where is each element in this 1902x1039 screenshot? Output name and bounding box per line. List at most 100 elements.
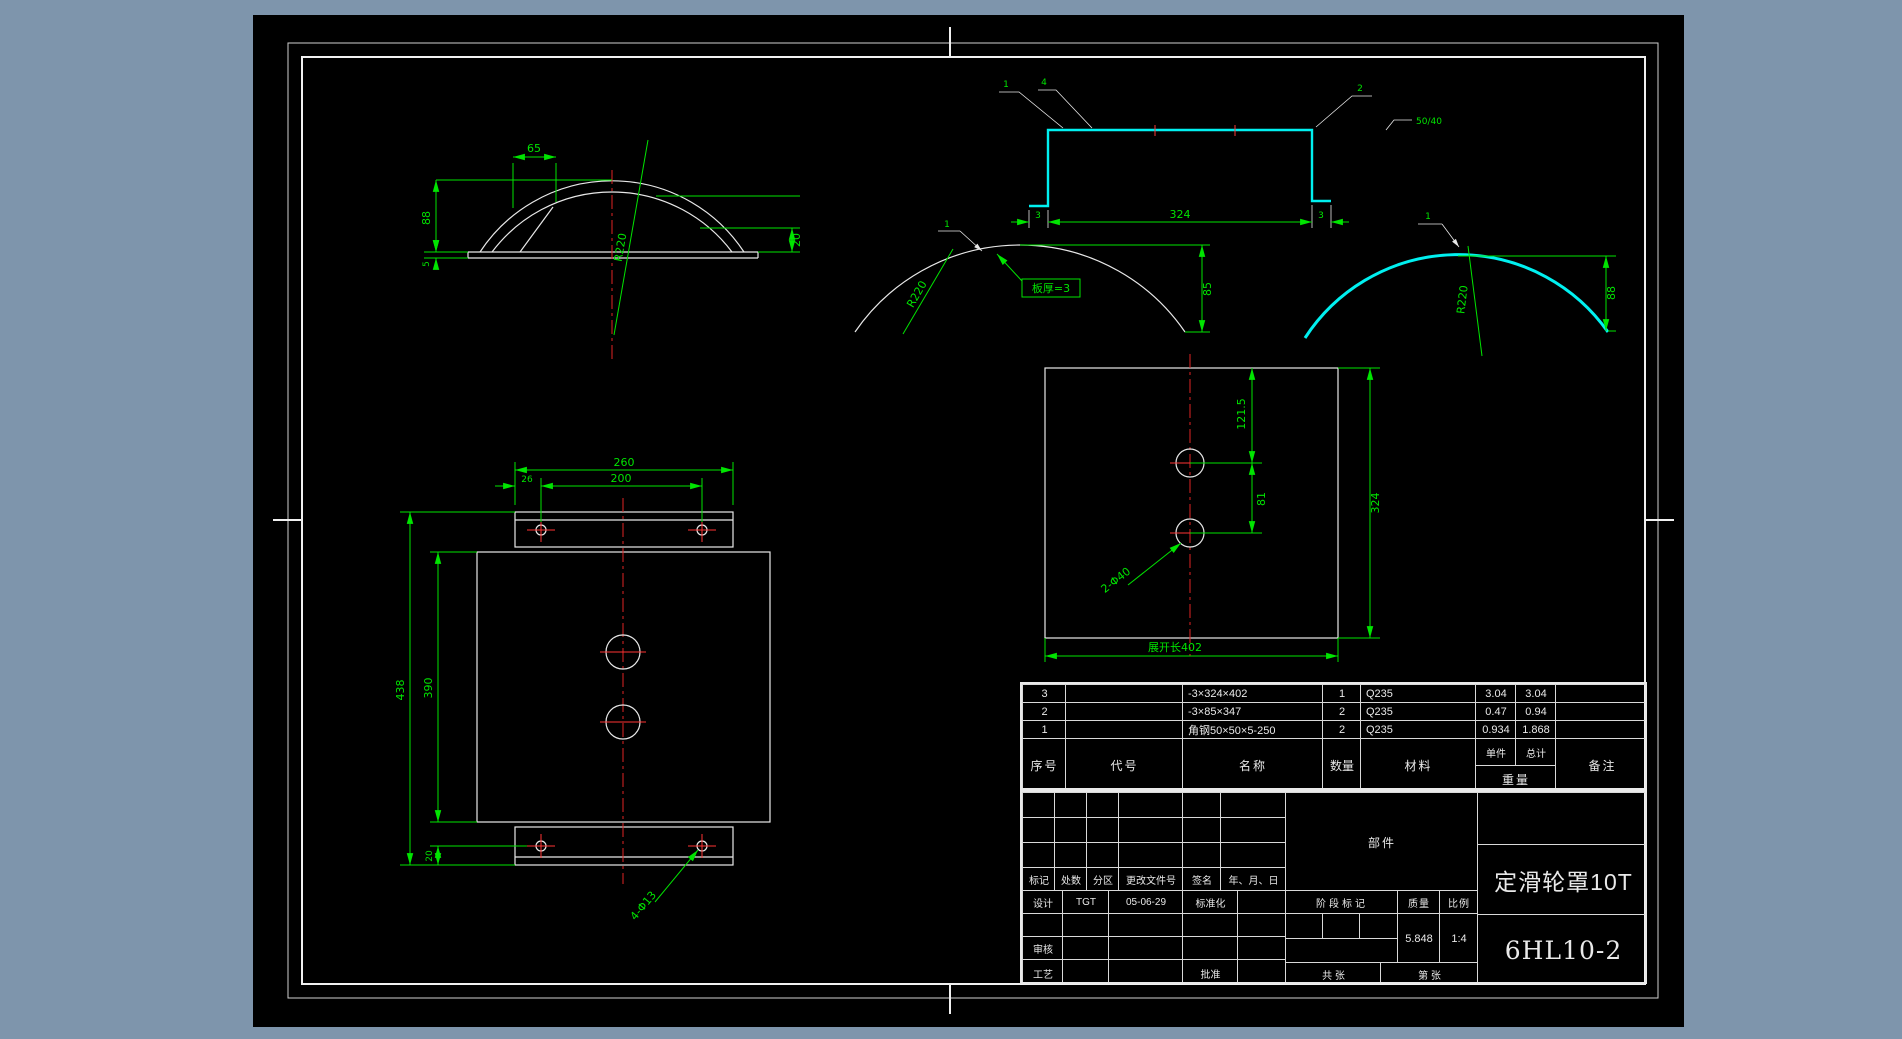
header-remark: 备注: [1555, 738, 1645, 788]
part-no: 2: [1022, 702, 1066, 721]
title-block: 标记 处数 分区 更改文件号 签名 年、月、日 设计 TGT 05-06-29 …: [1020, 790, 1647, 984]
dim-5: 5: [422, 261, 432, 267]
view-arc-highlight: R220 1 88: [1303, 212, 1618, 357]
rev-cell: [1022, 792, 1055, 818]
rev-mark-label: 标记: [1022, 867, 1055, 891]
design-signature: TGT: [1062, 890, 1109, 914]
header-unit: 单件: [1475, 738, 1516, 766]
holes-label: 2-Φ40: [1099, 565, 1134, 596]
dim-260: 260: [614, 456, 635, 469]
view-arc-template: R220 板厚=3 1 85: [854, 220, 1214, 335]
dim-324: 324: [1369, 493, 1382, 514]
rev-date-label: 年、月、日: [1220, 867, 1286, 891]
check-label: 审核: [1022, 936, 1063, 960]
unfold-length-label: 展开长402: [1148, 641, 1202, 654]
part-total-weight: 0.94: [1515, 702, 1556, 721]
part-unit-weight: 0.47: [1475, 702, 1516, 721]
part-code: [1065, 702, 1183, 721]
dim-88: 88: [1605, 286, 1618, 300]
part-qty: 2: [1322, 720, 1361, 739]
sig-cell: [1237, 913, 1286, 937]
header-code: 代号: [1065, 738, 1183, 788]
rev-cell: [1086, 817, 1119, 843]
dim-3-left: 3: [1035, 211, 1041, 221]
dim-26: 26: [521, 475, 533, 485]
drawing-title: 定滑轮罩10T: [1477, 844, 1645, 915]
dim-88: 88: [420, 211, 433, 225]
stage-cell: [1359, 913, 1398, 939]
thickness-note-box: [1021, 278, 1081, 298]
weld-leader-1: [999, 91, 1064, 129]
part-material: Q235: [1360, 720, 1476, 739]
sig-cell: [1062, 959, 1109, 982]
part-qty: 1: [1322, 684, 1361, 703]
process-label: 工艺: [1022, 959, 1063, 982]
sig-cell: [1182, 913, 1238, 937]
part-total-weight: 1.868: [1515, 720, 1556, 739]
part-no: 3: [1022, 684, 1066, 703]
part-qty: 2: [1322, 702, 1361, 721]
header-material: 材料: [1360, 738, 1476, 788]
standardization-label: 标准化: [1182, 890, 1238, 914]
sig-cell: [1108, 959, 1183, 982]
sig-cell: [1062, 913, 1109, 937]
rev-sign-label: 签名: [1182, 867, 1221, 891]
part-name: -3×324×402: [1182, 684, 1323, 703]
weld-leader-2: [1038, 89, 1093, 129]
rev-cell: [1086, 792, 1119, 818]
rev-cell: [1054, 842, 1087, 868]
rev-docno-label: 更改文件号: [1118, 867, 1183, 891]
sig-cell: [1108, 913, 1183, 937]
weld-label-2: 2: [1357, 84, 1363, 94]
weld-flag: [1385, 119, 1412, 131]
dome-base-plate: [467, 251, 759, 259]
rev-cell: [1118, 842, 1183, 868]
part-remark: [1555, 720, 1645, 739]
weld-label-1: 1: [944, 220, 950, 230]
sig-cell: [1237, 959, 1286, 982]
part-code: [1065, 684, 1183, 703]
dim-81: 81: [1255, 492, 1268, 506]
header-total: 总计: [1515, 738, 1556, 766]
dim-20: 20: [425, 850, 435, 862]
approve-label: 批准: [1182, 959, 1238, 982]
mass-value: 5.848: [1397, 913, 1440, 963]
drawing-sheet: [253, 15, 1684, 1027]
stage-cell: [1285, 938, 1398, 963]
template-arc: [854, 244, 1186, 333]
plate-outline: [1044, 367, 1339, 639]
sheet-number: 第 张: [1380, 962, 1478, 982]
sheets-total: 共 张: [1285, 962, 1381, 982]
header-no: 序号: [1022, 738, 1066, 788]
view-dome-side: R220 65 88 5 20: [420, 139, 803, 362]
rev-cell: [1220, 792, 1286, 818]
part-name: 角钢50×50×5-250: [1182, 720, 1323, 739]
dim-324: 324: [1170, 208, 1191, 221]
radius-leader: [613, 139, 649, 336]
part-total-weight: 3.04: [1515, 684, 1556, 703]
header-weight: 重量: [1475, 765, 1556, 788]
parts-table: 3 -3×324×402 1 Q235 3.04 3.04 2 -3×85×34…: [1020, 682, 1647, 790]
channel-profile-highlight: [1029, 128, 1331, 208]
rev-cell: [1054, 817, 1087, 843]
unit-label: 部件: [1285, 792, 1478, 891]
thickness-note: 板厚=3: [1032, 281, 1070, 295]
rev-cell: [1118, 817, 1183, 843]
dim-390: 390: [422, 678, 435, 699]
weld-label-1: 1: [1003, 80, 1009, 90]
drawing-number: 6HL10-2: [1477, 914, 1645, 982]
part-material: Q235: [1360, 702, 1476, 721]
sig-cell: [1108, 936, 1183, 960]
weld-leader-3: [1315, 95, 1372, 128]
sig-cell: [1022, 913, 1063, 937]
rev-zone-label: 分区: [1086, 867, 1119, 891]
weld-note: 50/40: [1416, 117, 1442, 127]
sheet-frame: [273, 27, 1674, 1014]
part-unit-weight: 0.934: [1475, 720, 1516, 739]
view-channel-section: 1 4 2 50/40 324 3 3: [999, 78, 1442, 228]
part-no: 1: [1022, 720, 1066, 739]
rev-cell: [1054, 792, 1087, 818]
scale-value: 1:4: [1439, 913, 1478, 963]
dim-200: 200: [611, 472, 632, 485]
